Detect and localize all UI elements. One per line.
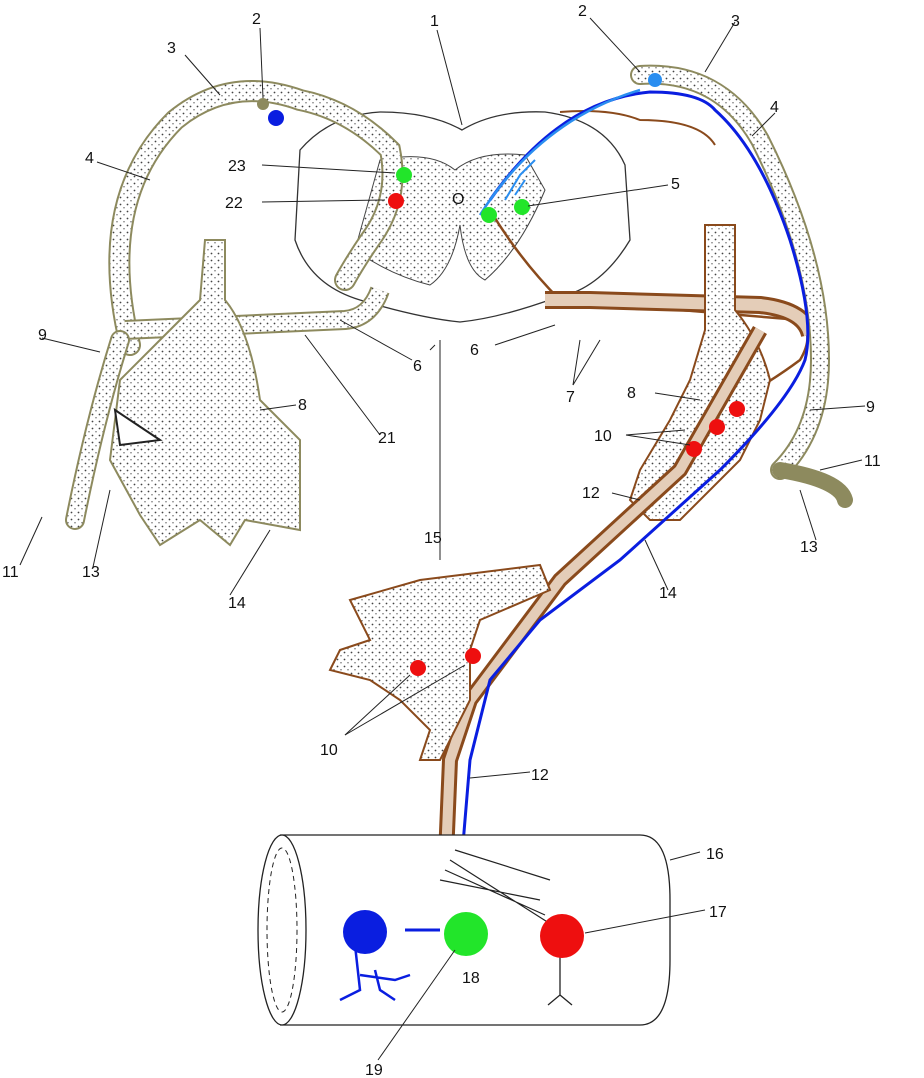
label-19: 19 [365, 1062, 383, 1078]
label-4-left: 4 [85, 150, 94, 167]
label-o-mark: O [452, 191, 464, 208]
leader-lines [19, 17, 866, 1061]
label-12-right: 12 [582, 485, 600, 502]
label-16: 16 [706, 846, 724, 863]
olive-right-pathway [630, 64, 853, 508]
olive-nerve-pathway [65, 80, 404, 547]
label-6-left: 6 [413, 358, 422, 375]
blue-fibre [404, 88, 810, 932]
light-blue-dot-right [648, 73, 662, 87]
label-23: 23 [228, 158, 246, 175]
label-8-right: 8 [627, 385, 636, 402]
blue-neuron-large [343, 910, 387, 954]
label-7: 7 [566, 389, 575, 406]
green-dot-5b [514, 199, 530, 215]
label-4-right: 4 [770, 99, 779, 116]
label-18: 18 [462, 970, 480, 987]
red-dot-10c [686, 441, 702, 457]
label-17: 17 [709, 904, 727, 921]
diagram-labels: 1 2 3 4 23 22 O 9 6 8 21 11 13 14 2 3 4 … [2, 3, 881, 1078]
red-dot-10d [465, 648, 481, 664]
label-14-right: 14 [659, 585, 677, 602]
red-dot-22 [388, 193, 404, 209]
label-21: 21 [378, 430, 396, 447]
label-15: 15 [424, 530, 442, 547]
label-10-right: 10 [594, 428, 612, 445]
label-12-lower: 12 [531, 767, 549, 784]
red-dot-10a [729, 401, 745, 417]
green-dot-23 [396, 167, 412, 183]
label-3-right: 3 [731, 13, 740, 30]
label-9-left: 9 [38, 327, 47, 344]
label-2-left: 2 [252, 11, 261, 28]
green-neuron-large [444, 912, 488, 956]
label-14-left: 14 [228, 595, 246, 612]
label-13-right: 13 [800, 539, 818, 556]
red-dot-10e [410, 660, 426, 676]
label-11-left: 11 [2, 564, 19, 581]
label-11-right: 11 [864, 453, 881, 470]
olive-dot-left [257, 98, 269, 110]
label-1: 1 [430, 13, 439, 30]
label-8-left: 8 [298, 397, 307, 414]
red-dot-10b [709, 419, 725, 435]
neuron-markers [257, 73, 745, 958]
label-13-left: 13 [82, 564, 100, 581]
label-22: 22 [225, 195, 243, 212]
label-6-right: 6 [470, 342, 479, 359]
blue-neuron-dot-left [268, 110, 284, 126]
label-9-right: 9 [866, 399, 875, 416]
label-10-lower: 10 [320, 742, 338, 759]
label-5: 5 [671, 176, 680, 193]
green-dot-5a [481, 207, 497, 223]
label-2-right: 2 [578, 3, 587, 20]
label-3-left: 3 [167, 40, 176, 57]
red-neuron-large [540, 914, 584, 958]
